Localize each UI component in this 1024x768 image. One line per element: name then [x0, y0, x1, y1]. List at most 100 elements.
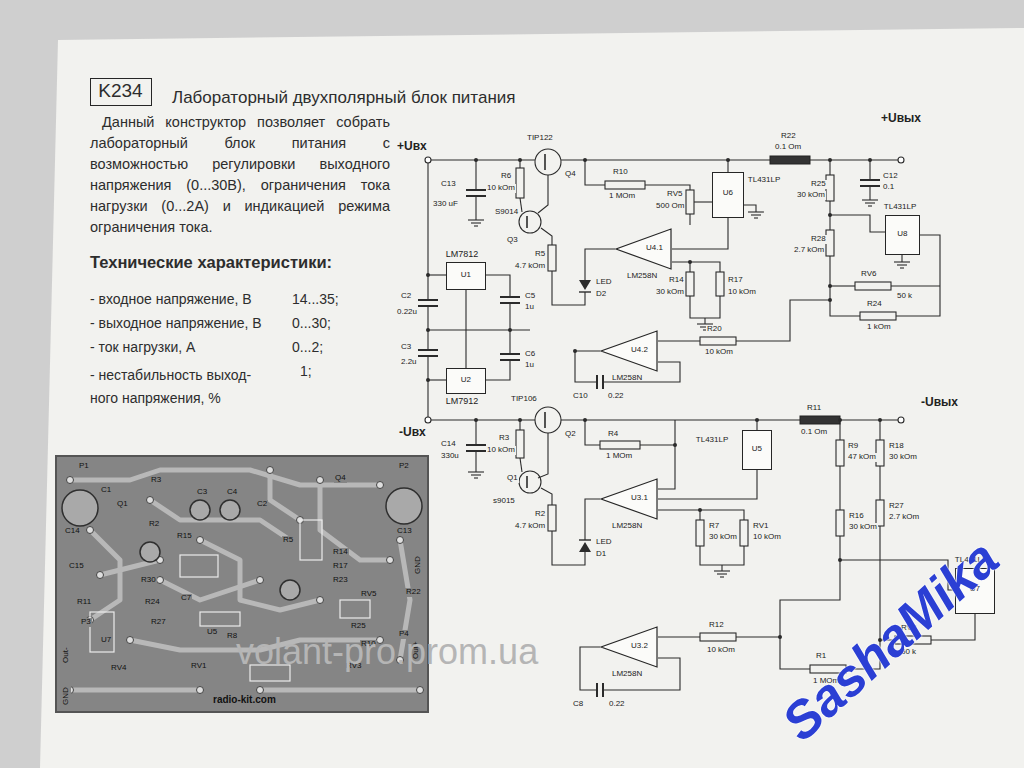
part-name: U4.2	[631, 346, 648, 355]
resistor-symbol	[516, 168, 524, 198]
part-label: R6	[500, 172, 512, 181]
pcb-pad	[317, 597, 324, 604]
part-label: 4.7 kOm	[514, 262, 546, 271]
pcb-pad	[87, 527, 94, 534]
ic-box: TL431LPU8	[885, 215, 920, 255]
ground-symbol	[868, 205, 872, 206]
capacitor-plate	[500, 296, 520, 298]
wire	[640, 420, 675, 445]
junction-dot	[838, 558, 842, 562]
pcb-silkscreen: R15	[176, 532, 193, 541]
wire	[830, 285, 855, 286]
junction-dot	[698, 508, 702, 512]
part-label: R5	[534, 250, 546, 259]
junction-dot	[508, 328, 512, 332]
capacitor-plate	[602, 375, 604, 389]
pcb-pad	[417, 687, 424, 694]
kit-code-box: K234	[90, 78, 152, 106]
part-label: 2.7 kOm	[888, 513, 920, 522]
capacitor-plate	[860, 185, 880, 187]
capacitor-plate	[466, 195, 486, 197]
terminal-symbol	[425, 417, 431, 423]
capacitor-plate	[418, 349, 438, 351]
ground-symbol	[474, 477, 478, 478]
wire	[585, 420, 600, 445]
part-label: R27	[888, 502, 905, 511]
part-designator: U1	[461, 271, 471, 280]
part-label: R11	[806, 404, 822, 413]
capacitor-plate	[596, 683, 598, 697]
capacitor-plate	[602, 683, 604, 697]
junction-dot	[583, 418, 587, 422]
part-label: 1 MOm	[608, 192, 636, 201]
pcb-capacitor-outline	[280, 580, 300, 600]
wire	[428, 274, 446, 275]
resistor-symbol	[548, 245, 556, 271]
junction-dot	[573, 349, 577, 353]
pcb-pad	[387, 557, 394, 564]
spec-item: - нестабильность выход- ного напряжения,…	[90, 364, 275, 410]
pcb-part-outline	[300, 520, 322, 560]
ground-symbol	[471, 222, 481, 223]
part-label: 2.2u	[400, 358, 418, 367]
terminal-label: -Uвых	[920, 396, 959, 409]
part-label: 1 kOm	[866, 323, 892, 332]
regulator-box: LM7812U1	[446, 262, 486, 290]
resistor-symbol	[876, 440, 884, 466]
junction-dot	[474, 158, 478, 162]
pcb-trace	[320, 480, 390, 560]
pcb-trace	[160, 580, 260, 600]
wire	[869, 186, 870, 200]
pcb-silkscreen: Out-	[62, 646, 71, 664]
shunt-resistor	[770, 156, 810, 164]
junction-dot	[828, 284, 832, 288]
part-label: 0.22u	[396, 308, 418, 317]
pcb-silkscreen: R17	[332, 562, 349, 571]
capacitor-plate	[466, 444, 486, 446]
resistor-symbol	[826, 230, 834, 256]
wire	[585, 160, 605, 185]
ground-symbol	[714, 570, 730, 571]
description-text: Данный конструктор позволяет собрать лаб…	[90, 112, 390, 238]
pcb-board	[56, 456, 428, 712]
part-label: R10	[612, 168, 629, 177]
part-label: 30 kOm	[655, 288, 685, 297]
part-label: RV6	[860, 270, 877, 279]
part-label: R2	[534, 510, 546, 519]
part-label: R22	[780, 132, 797, 141]
junction-dot	[778, 635, 782, 639]
opamp-triangle: U3.1LM258N	[600, 478, 658, 520]
part-designator: LM258N	[612, 670, 642, 679]
pcb-silkscreen: R24	[144, 598, 161, 607]
part-label: R25	[810, 180, 827, 189]
part-label: TIP122	[526, 134, 554, 143]
part-label: 10 kOm	[486, 446, 516, 455]
ground-symbol	[754, 217, 758, 218]
pcb-silkscreen: RV4	[110, 664, 127, 673]
pcb-silkscreen: R11	[76, 598, 92, 607]
wire-connector	[465, 290, 466, 368]
pcb-silkscreen: Q4	[334, 474, 347, 483]
resistor-symbol	[548, 505, 556, 531]
resistor-symbol	[836, 510, 844, 536]
wire	[879, 466, 880, 500]
wire	[520, 458, 522, 472]
part-label: 500 Om	[655, 202, 685, 211]
spec-item: - ток нагрузки, А	[90, 340, 195, 355]
wire	[585, 499, 600, 540]
junction-dot	[518, 418, 522, 422]
pcb-pad	[267, 467, 274, 474]
led-symbol	[579, 542, 591, 552]
wire	[840, 419, 898, 420]
part-designator: U8	[897, 230, 907, 239]
wire	[428, 329, 530, 330]
wire	[427, 163, 428, 300]
pcb-pad	[97, 572, 104, 579]
wire	[541, 228, 552, 245]
wire	[810, 159, 898, 160]
part-label: C14	[440, 440, 457, 449]
opamp-outline	[600, 330, 658, 372]
wire	[700, 546, 744, 565]
wire	[552, 271, 585, 305]
pcb-silkscreen: U5	[206, 628, 218, 637]
